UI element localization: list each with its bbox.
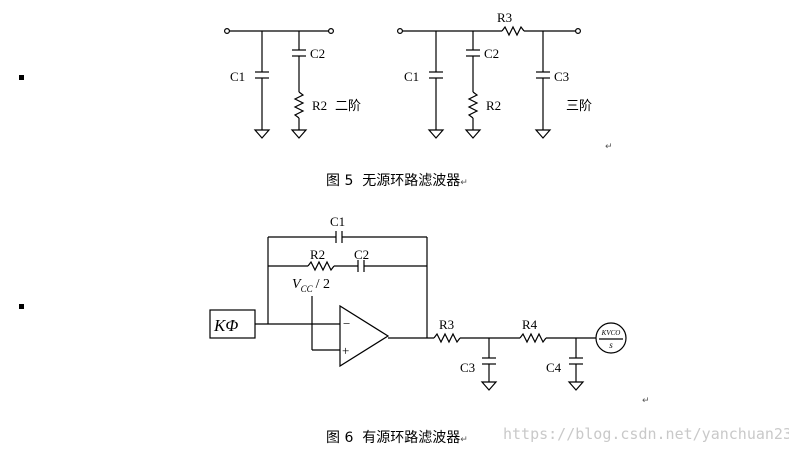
- paragraph-mark: ↵: [460, 178, 468, 188]
- fig6-circuit: [209, 231, 627, 391]
- op-amp: [339, 304, 390, 368]
- fig5-right-circuit: [397, 25, 581, 139]
- fig6-r3-label: R3: [439, 317, 454, 332]
- fig6-c4-label: C4: [546, 360, 562, 375]
- figure6-caption-text: 有源环路滤波器: [362, 430, 461, 446]
- opamp-minus-label: −: [343, 316, 350, 331]
- list-bullet: [19, 304, 24, 309]
- fig6-r4-label: R4: [522, 317, 538, 332]
- fig5-left-order-label: 二阶: [335, 99, 361, 114]
- figure5-caption-text: 无源环路滤波器: [362, 173, 461, 189]
- list-bullet: [19, 75, 24, 80]
- fig5-right-r2-label: R2: [486, 98, 501, 113]
- fig5-left-c2-label: C2: [310, 46, 325, 61]
- paragraph-mark: ↵: [642, 396, 650, 406]
- paragraph-mark: ↵: [605, 142, 613, 152]
- fig6-vcc-label: VCC/ 2: [292, 277, 330, 294]
- kvco-numerator: KVCO: [601, 329, 621, 337]
- kphi-label: KΦ: [213, 316, 238, 335]
- fig6-c2-label: C2: [354, 247, 369, 262]
- fig5-right-c1-label: C1: [404, 69, 419, 84]
- figure5-caption-label: 图 5: [326, 173, 354, 189]
- fig5-left-r2-label: R2: [312, 98, 327, 113]
- paragraph-mark: ↵: [460, 435, 468, 445]
- fig5-right-order-label: 三阶: [566, 99, 592, 114]
- figure6-caption-label: 图 6: [326, 430, 354, 446]
- fig5-left-c1-label: C1: [230, 69, 245, 84]
- fig6-c3-label: C3: [460, 360, 475, 375]
- opamp-plus-label: +: [342, 343, 349, 358]
- fig5-right-c2-label: C2: [484, 46, 499, 61]
- watermark: https://blog.csdn.net/yanchuan23: [503, 425, 789, 443]
- fig6-r2-label: R2: [310, 247, 325, 262]
- fig5-left-circuit: [224, 28, 335, 139]
- fig5-right-r3-label: R3: [497, 10, 512, 25]
- figure5-caption: 图 5 无源环路滤波器↵: [326, 170, 468, 190]
- fig6-c1-label: C1: [330, 214, 345, 229]
- kvco-denominator: s: [609, 340, 613, 350]
- figure6-caption: 图 6 有源环路滤波器↵: [326, 427, 468, 447]
- vco-block: [595, 322, 627, 354]
- fig5-right-c3-label: C3: [554, 69, 569, 84]
